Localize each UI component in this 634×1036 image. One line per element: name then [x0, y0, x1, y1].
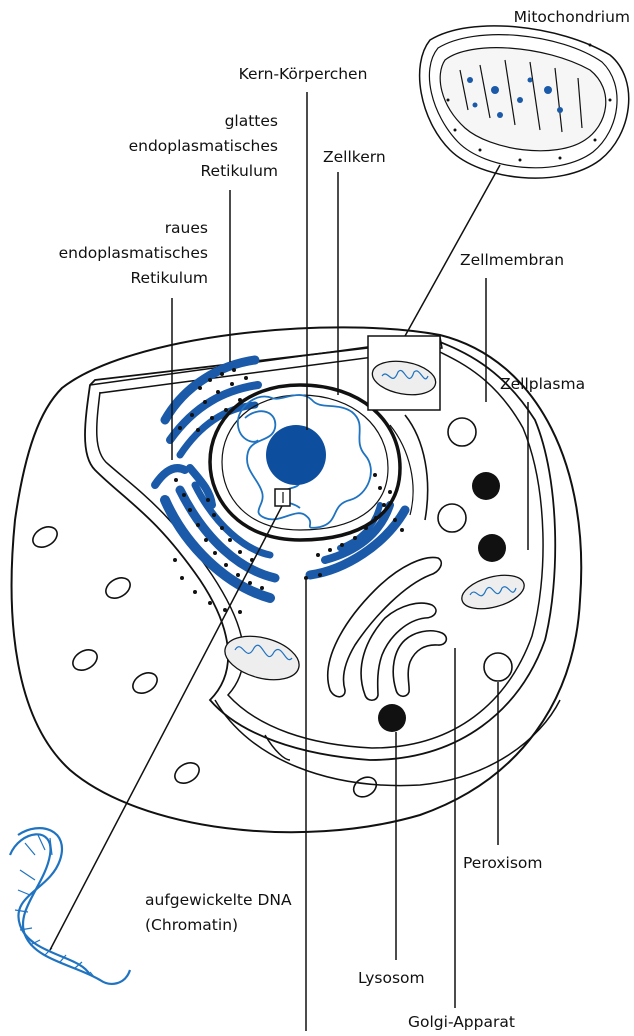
nucleolus [266, 425, 326, 485]
vesicle [29, 523, 61, 552]
label-glattes-er-2: endoplasmatisches [129, 137, 278, 155]
lysosom-dark [478, 534, 506, 562]
mitochondrion-small-top [368, 336, 440, 410]
label-raues-er-1: raues [165, 219, 208, 237]
golgi-apparatus [328, 557, 447, 700]
label-zellmembran: Zellmembran [460, 251, 564, 269]
label-raues-er-3: Retikulum [130, 269, 208, 287]
label-dna-2: (Chromatin) [145, 916, 238, 934]
label-mitochondrium: Mitochondrium [514, 8, 630, 26]
er-arc-right [405, 415, 428, 520]
label-peroxisom: Peroxisom [463, 854, 543, 872]
peroxisom-vesicle [438, 504, 466, 532]
vesicle [350, 773, 380, 801]
vesicle [171, 759, 203, 788]
label-lysosom: Lysosom [358, 969, 425, 987]
lysosom [378, 704, 406, 732]
label-kern-koerperchen: Kern-Körperchen [239, 65, 368, 83]
vesicle [129, 669, 161, 698]
label-zellplasma: Zellplasma [500, 375, 585, 393]
label-zellkern: Zellkern [323, 148, 386, 166]
dna-helix [10, 828, 130, 984]
label-golgi: Golgi-Apparat [408, 1013, 515, 1031]
vesicle [69, 646, 101, 675]
label-glattes-er-3: Retikulum [200, 162, 278, 180]
er-band [155, 468, 185, 485]
peroxisom-vesicle [448, 418, 476, 446]
lysosom-dark [472, 472, 500, 500]
vesicle [102, 574, 134, 603]
mitochondrion-large [420, 26, 629, 178]
peroxisom [484, 653, 512, 681]
mitochondrion-small-right [458, 569, 528, 615]
mitochondrion-small-left [220, 629, 304, 687]
label-raues-er-2: endoplasmatisches [59, 244, 208, 262]
er-envelope-inner [97, 352, 543, 748]
label-glattes-er-1: glattes [225, 112, 278, 130]
label-dna-1: aufgewickelte DNA [145, 891, 292, 909]
